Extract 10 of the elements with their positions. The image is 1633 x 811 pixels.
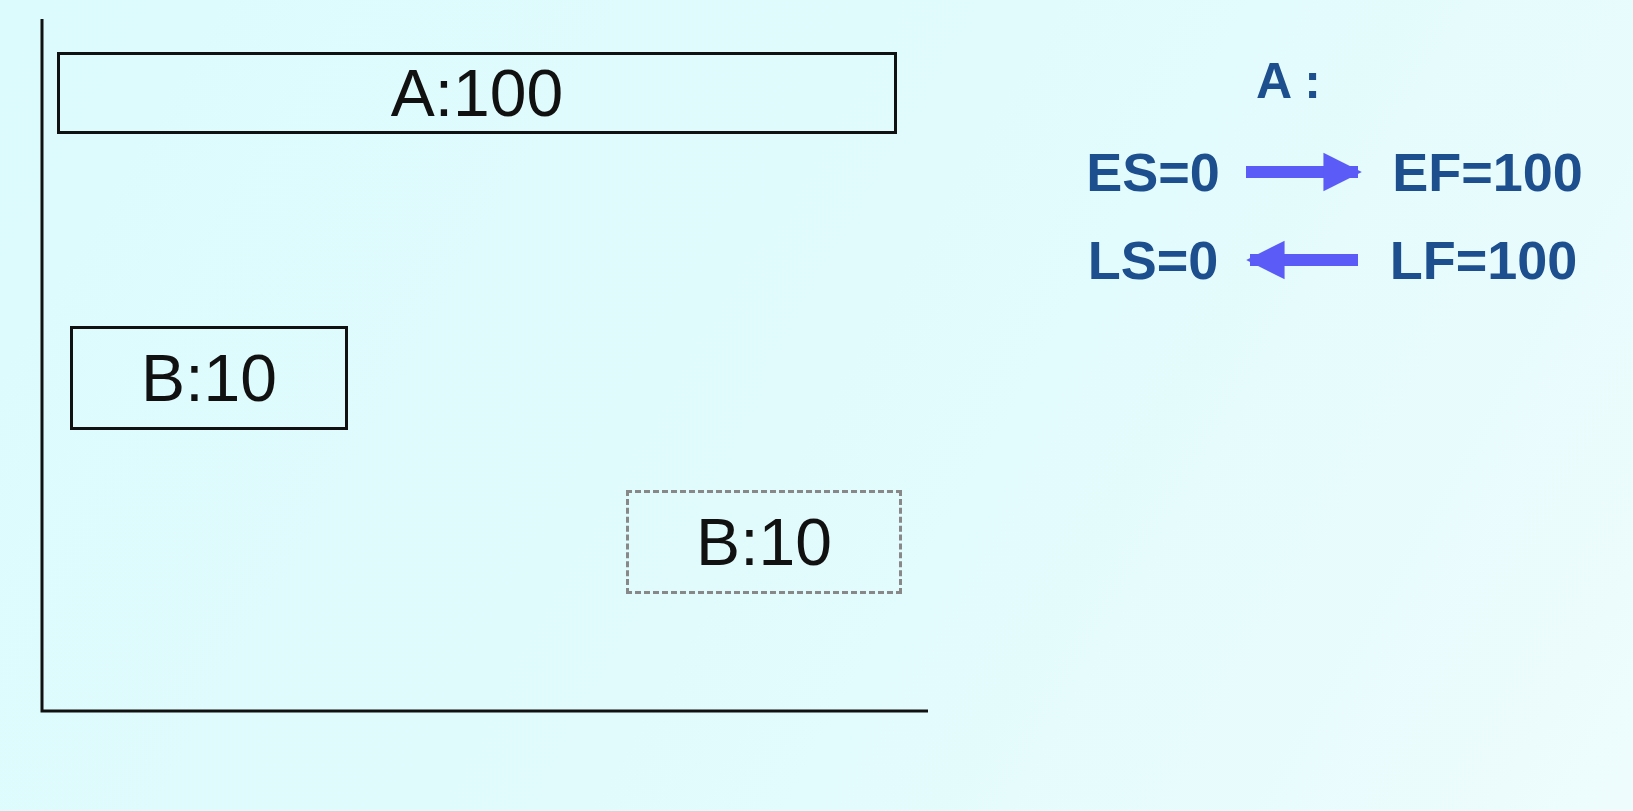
dashed-task-bar: B:10 xyxy=(626,490,902,594)
task-label: A : xyxy=(1256,52,1321,110)
time-value: LF=100 xyxy=(1376,230,1591,290)
time-value: EF=100 xyxy=(1380,142,1595,202)
task-bar: B:10 xyxy=(70,326,348,430)
arrow xyxy=(1246,240,1358,280)
task-bar: A:100 xyxy=(57,52,897,134)
time-value: ES=0 xyxy=(1078,142,1228,202)
arrow xyxy=(1246,152,1362,192)
time-value: LS=0 xyxy=(1078,230,1228,290)
